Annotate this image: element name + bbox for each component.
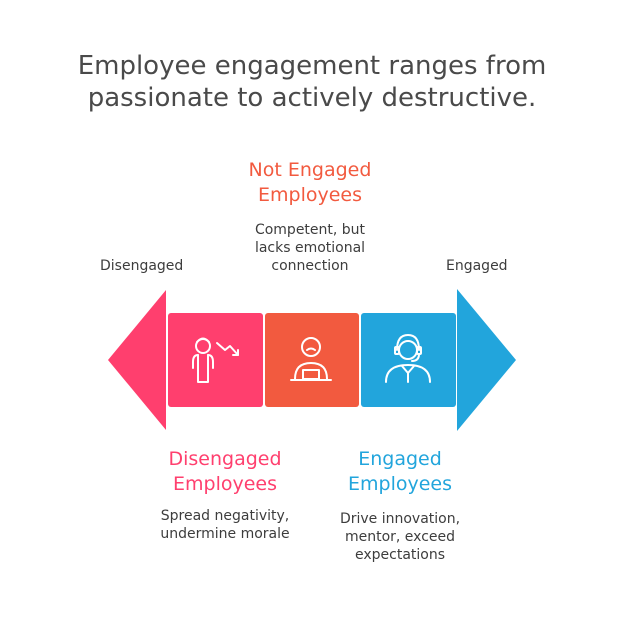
person-headset-icon (385, 334, 431, 383)
person-down-trend-icon (192, 337, 239, 383)
not-engaged-description: Competent, but lacks emotional connectio… (254, 222, 366, 274)
not-engaged-heading: Not Engaged Employees (248, 159, 372, 206)
left-arrowhead (108, 290, 166, 430)
engaged-heading: Engaged Employees (348, 448, 452, 495)
right-arrowhead (457, 289, 516, 431)
engaged-block (361, 313, 456, 407)
engaged-description: Drive innovation, mentor, exceed expecta… (339, 511, 461, 563)
not-engaged-block (265, 313, 359, 407)
disengaged-description: Spread negativity, undermine morale (160, 508, 290, 542)
disengaged-heading: Disengaged Employees (168, 448, 282, 495)
person-at-desk-icon (290, 337, 332, 381)
scale-left-label: Disengaged (100, 258, 184, 274)
disengaged-block (168, 313, 263, 407)
diagram-title: Employee engagement ranges from passiona… (77, 51, 547, 113)
scale-right-label: Engaged (446, 258, 508, 274)
